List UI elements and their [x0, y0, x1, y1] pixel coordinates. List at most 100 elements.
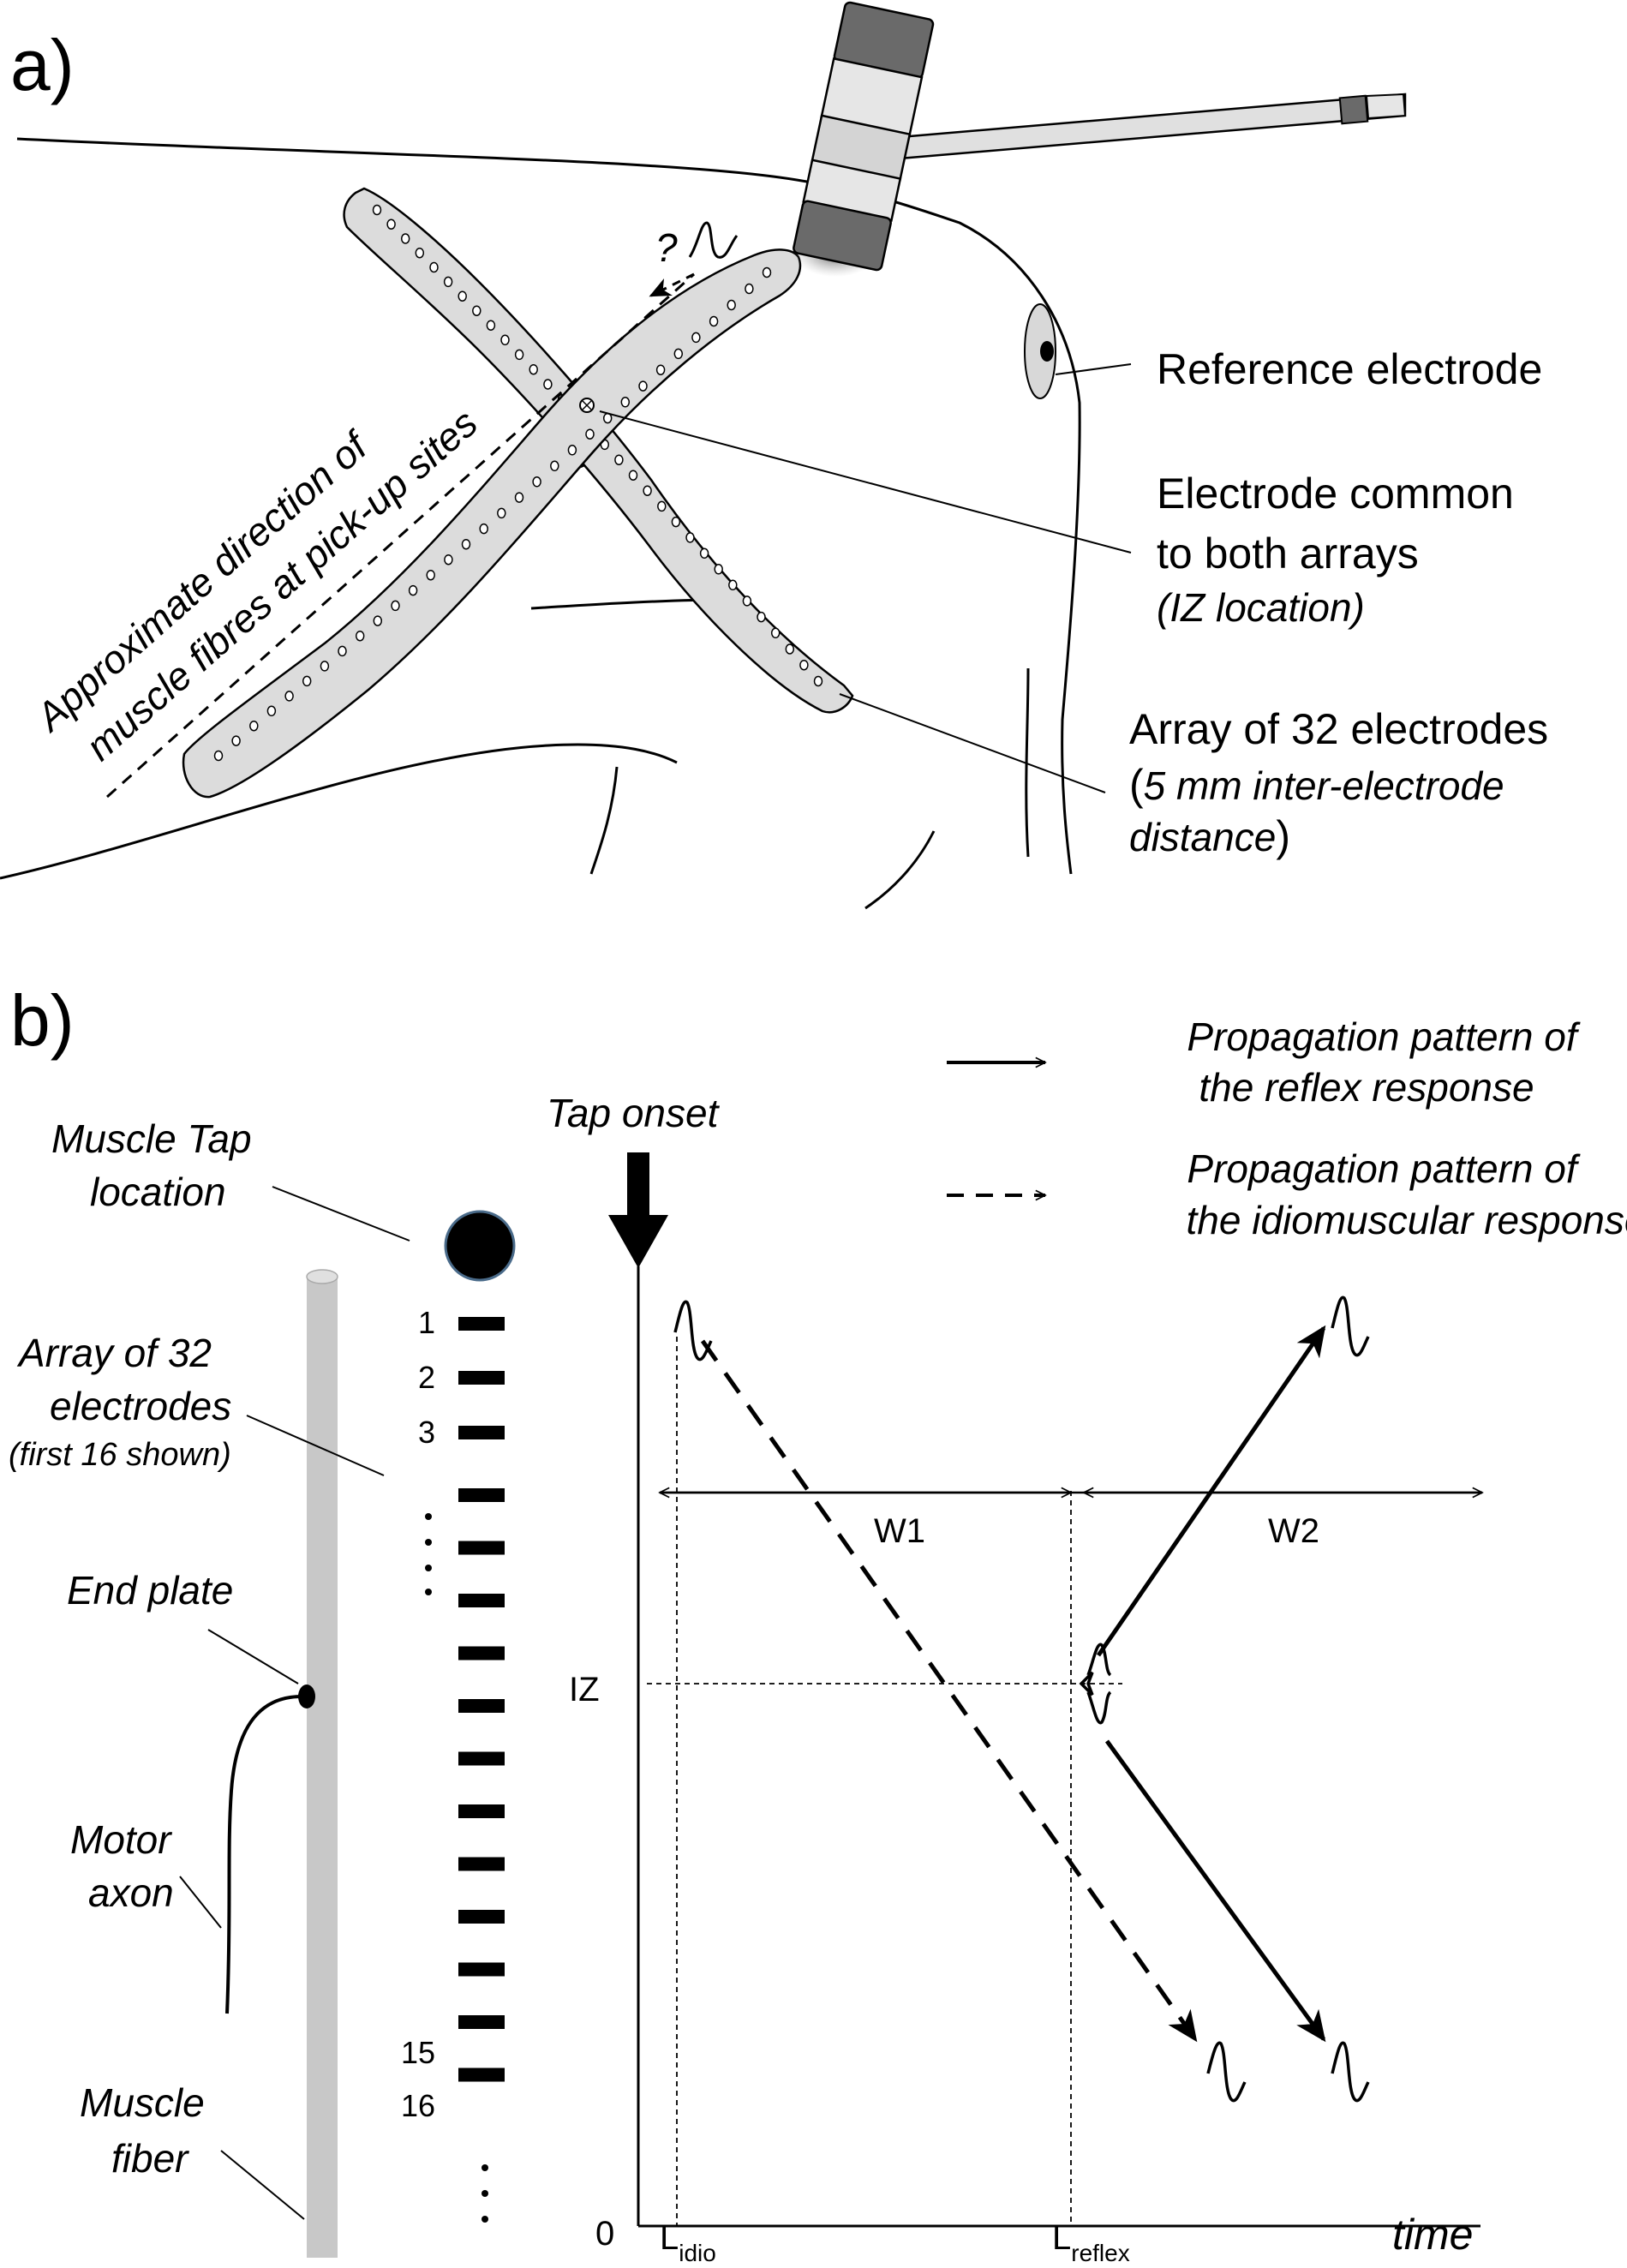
- waveform-reflex-bottom: [1331, 2041, 1370, 2103]
- motor-axon-label-1: Motor: [70, 1817, 172, 1862]
- array-2-electrode-dot: [391, 600, 400, 612]
- l-idio-label: Lidio: [660, 2219, 716, 2266]
- array-1-electrode-dot: [785, 643, 795, 655]
- waveforms: [673, 1296, 1370, 2103]
- waveform-idio-end: [1206, 2041, 1247, 2103]
- muscle-tap-label-2: location: [90, 1170, 226, 1214]
- array-label-line2: (5 mm inter-electrode: [1129, 761, 1504, 809]
- electrode-bar: [458, 1371, 505, 1385]
- electrode-bar: [458, 1646, 505, 1661]
- array-2-electrode-dot: [514, 492, 524, 503]
- electrode-bar: [458, 1488, 505, 1502]
- l-idio-sub: idio: [679, 2240, 716, 2266]
- array-2-electrode-dot: [249, 720, 259, 732]
- array-2-electrode-dot: [320, 661, 330, 672]
- fibre-direction-line: [106, 272, 695, 799]
- idio-propagation-line: [700, 1339, 1198, 2043]
- array-1-electrode-dot: [486, 320, 496, 331]
- array-label-line1: Array of 32 electrodes: [1129, 705, 1548, 753]
- array-1-electrode-dot: [514, 349, 524, 361]
- array-2-electrode-dot: [567, 445, 577, 456]
- end-plate-icon: [298, 1685, 315, 1708]
- array-1-electrode-dot: [813, 675, 823, 687]
- array-1-electrode-dot: [757, 611, 766, 623]
- muscle-tap-label-1: Muscle Tap: [51, 1116, 252, 1161]
- array-1-electrode-dot: [529, 363, 538, 375]
- legend-reflex-label-2: the reflex response: [1199, 1065, 1534, 1110]
- common-electrode-label-2: to both arrays: [1157, 530, 1419, 577]
- iz-location-label: (IZ location): [1157, 585, 1365, 630]
- ellipsis-upper: [425, 1513, 432, 1595]
- electrode-bar: [458, 1426, 505, 1439]
- array-1-electrode-dot: [458, 290, 467, 302]
- muscle-fiber-label-2: fiber: [111, 2136, 189, 2181]
- array-paren-close: ): [1276, 812, 1290, 860]
- array-label-b-3: (first 16 shown): [9, 1437, 231, 1473]
- waveform-iz-lower: [1086, 1691, 1112, 1725]
- tap-location-dot: [444, 1210, 516, 1282]
- array-1-electrode-dot: [671, 516, 681, 528]
- panel-a: a): [0, 1, 1548, 910]
- array-2-electrode-dot: [655, 364, 666, 375]
- array-1-electrode-dot: [799, 659, 809, 671]
- array-2-electrode-dot: [585, 428, 595, 440]
- array-1-electrode-dot: [472, 305, 482, 316]
- array-1-electrode-dot: [685, 532, 695, 543]
- array-2-electrode-dot: [727, 299, 736, 311]
- panel-b-label: b): [10, 980, 75, 1061]
- time-axis-label: time: [1392, 2211, 1473, 2259]
- array-1-electrode-dot: [415, 247, 425, 259]
- electrode-bar: [458, 1751, 505, 1766]
- array-1-electrode-dot: [386, 218, 396, 230]
- electrode-bar: [458, 2015, 505, 2029]
- legend-reflex-label-1: Propagation pattern of: [1187, 1014, 1580, 1059]
- array-1-electrode-dot: [699, 548, 709, 560]
- electrode-bar: [458, 1910, 505, 1924]
- array-paren-open: (: [1129, 761, 1144, 809]
- panel-a-label: a): [10, 25, 75, 105]
- electrode-number-2: 2: [418, 1360, 435, 1395]
- array-1-electrode-dot: [543, 379, 553, 390]
- array-2-electrode-dot: [620, 397, 631, 408]
- electrode-bar: [458, 1594, 505, 1607]
- leader-lines-b: [179, 1186, 410, 2220]
- reference-electrode-label: Reference electrode: [1157, 345, 1542, 393]
- l-reflex-main: L: [1052, 2219, 1071, 2257]
- tap-onset-label: Tap onset: [547, 1091, 721, 1135]
- common-electrode-label-1: Electrode common: [1157, 470, 1514, 518]
- array-label-spacing: 5 mm inter-electrode: [1144, 763, 1504, 808]
- array-2-electrode-dot: [691, 332, 701, 344]
- array-1-electrode-dot: [372, 204, 382, 216]
- electrode-number-1: 1: [418, 1305, 435, 1340]
- electrode-bar: [458, 2068, 505, 2082]
- plot-axes: [637, 1266, 1480, 2228]
- electrode-number-15: 15: [401, 2035, 435, 2070]
- array-2-electrode-dot: [673, 348, 684, 360]
- electrode-number-3: 3: [418, 1415, 435, 1450]
- end-plate-label: End plate: [67, 1568, 233, 1613]
- body-outline: [0, 137, 1081, 910]
- legend-idio-label-2: the idiomuscular response: [1187, 1198, 1627, 1242]
- array-2-electrode-dot: [532, 476, 541, 488]
- reflex-propagation-up: [1096, 1325, 1326, 1657]
- electrode-number-16: 16: [401, 2088, 435, 2123]
- muscle-fiber-label-1: Muscle: [80, 2080, 205, 2125]
- motor-axon: [225, 1695, 302, 2014]
- array-1-electrode-dot: [628, 470, 638, 481]
- array-1-electrode-dot: [400, 233, 410, 244]
- array-label-line3: distance): [1129, 812, 1290, 860]
- array-2-electrode-dot: [638, 380, 648, 392]
- panel-b: b) Propagation pattern of the reflex res…: [9, 980, 1627, 2266]
- array-2-electrode-dot: [266, 705, 277, 717]
- array-2-electrode-dot: [213, 750, 224, 762]
- array-2-electrode-dot: [709, 315, 719, 327]
- w1-label: W1: [874, 1512, 925, 1550]
- array-2-electrode-dot: [461, 538, 471, 550]
- legend: Propagation pattern of the reflex respon…: [947, 1014, 1627, 1242]
- electrode-bar: [458, 1699, 505, 1713]
- array-2-electrode-dot: [444, 554, 453, 566]
- iz-axis-label: IZ: [569, 1671, 600, 1708]
- array-2-electrode-dot: [338, 645, 347, 657]
- array-1-electrode-dot: [500, 334, 510, 346]
